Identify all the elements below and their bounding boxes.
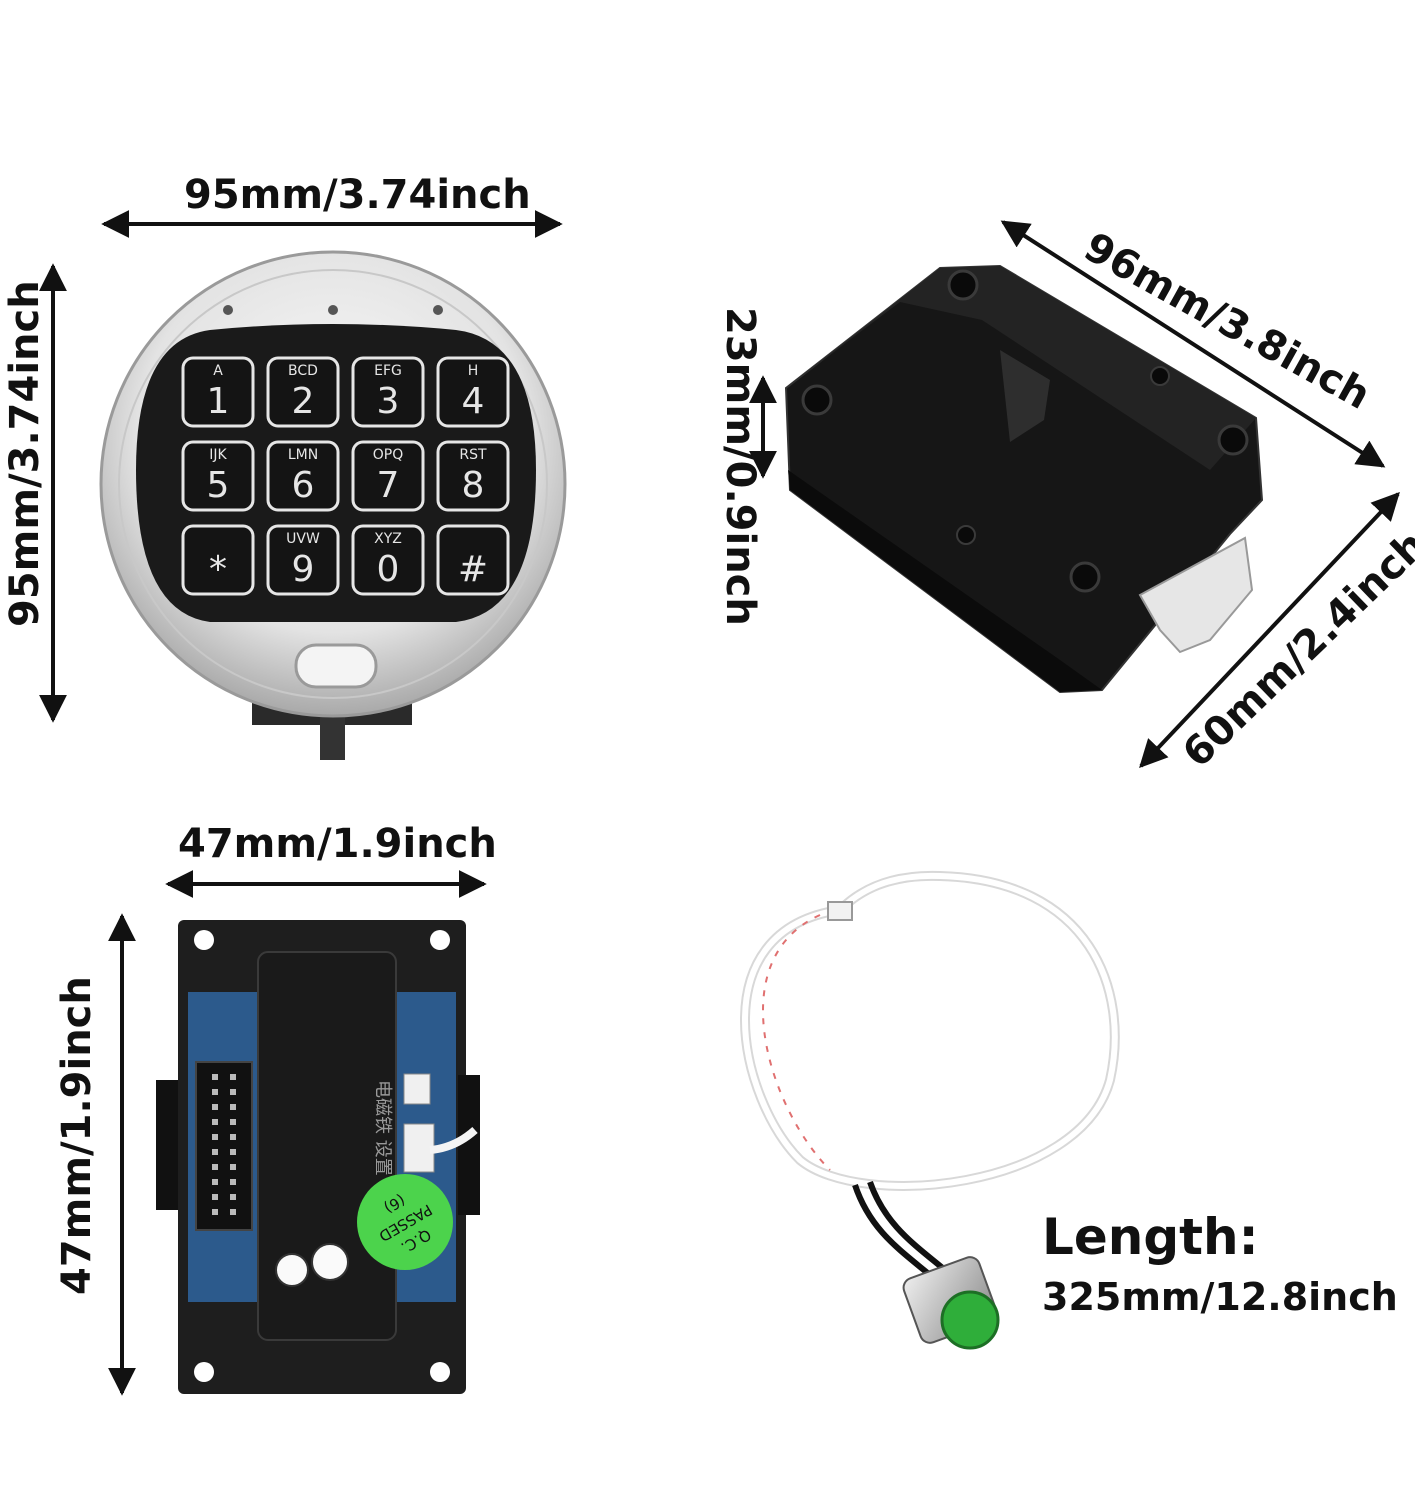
header-pin (230, 1074, 236, 1080)
keypad-key[interactable] (436, 440, 510, 512)
keypad-width-label: 95mm/3.74inch (184, 172, 531, 218)
cable-unit (740, 870, 1120, 1350)
keypad-key-letters: EFG (374, 363, 402, 379)
keypad-key[interactable] (436, 524, 510, 596)
keypad-key-letters: UVW (286, 531, 320, 547)
keypad-key-digit: # (458, 549, 488, 590)
keypad-key-letters: LMN (288, 447, 318, 463)
keypad-key-digit: 6 (292, 465, 315, 506)
header-pin (230, 1089, 236, 1095)
keypad-key-digit: 2 (292, 381, 315, 422)
keypad-key-digit: 3 (377, 381, 400, 422)
keypad-key-letters: H (468, 363, 479, 379)
keypad-key[interactable] (351, 524, 425, 596)
keypad-key[interactable] (351, 356, 425, 428)
cable-length-value: 325mm/12.8inch (1042, 1275, 1398, 1319)
keypad-key-letters: OPQ (373, 447, 403, 463)
board-cover (257, 951, 397, 1341)
keypad-key-digit: 1 (207, 381, 230, 422)
keypad-key[interactable] (436, 356, 510, 428)
lock-length-arrow (1000, 220, 1386, 468)
keypad-battery-door (294, 643, 378, 689)
keypad-key-digit: * (209, 549, 227, 590)
keypad-key-letters: XYZ (374, 531, 402, 547)
header-pin (230, 1134, 236, 1140)
header-pin (230, 1209, 236, 1215)
header-pin (212, 1134, 218, 1140)
lock-body-unit (784, 264, 1264, 694)
keypad-key-digit: 5 (207, 465, 230, 506)
keypad-key-letters: BCD (288, 363, 318, 379)
keypad-key[interactable] (266, 356, 340, 428)
header-pin (230, 1104, 236, 1110)
header-pin (212, 1089, 218, 1095)
header-pin (212, 1209, 218, 1215)
keypad-key[interactable] (181, 524, 255, 596)
keypad-key[interactable] (181, 356, 255, 428)
keypad-key-digit: 4 (462, 381, 485, 422)
header-pin (212, 1194, 218, 1200)
header-pin (230, 1149, 236, 1155)
header-pin (212, 1104, 218, 1110)
keypad-key-letters: IJK (209, 447, 227, 463)
keypad-key-digit: 9 (292, 549, 315, 590)
keypad-key-letters: A (213, 363, 223, 379)
header-pin (212, 1164, 218, 1170)
header-pin (212, 1119, 218, 1125)
push-button (940, 1290, 1000, 1350)
header-pin (212, 1149, 218, 1155)
header-pin (212, 1074, 218, 1080)
ribbon-header (195, 1061, 253, 1231)
header-pin (230, 1164, 236, 1170)
qc-sticker (357, 1174, 453, 1270)
board-width-label: 47mm/1.9inch (178, 821, 497, 867)
cable-length-title: Length: (1042, 1208, 1259, 1266)
keypad-key-digit: 7 (377, 465, 400, 506)
keypad-key[interactable] (266, 524, 340, 596)
keypad-key[interactable] (181, 440, 255, 512)
header-pin (230, 1194, 236, 1200)
keypad-key-digit: 0 (377, 549, 400, 590)
header-pin (230, 1179, 236, 1185)
keypad-key-letters: RST (459, 447, 487, 463)
lock-width-arrow (1139, 491, 1400, 769)
back-board-unit: 电磁铁 设置 Q.C. PASSED (6) (156, 920, 480, 1394)
board-chinese-text: 电磁铁 设置 (372, 1080, 393, 1176)
keypad-key[interactable] (266, 440, 340, 512)
keypad-key-digit: 8 (462, 465, 485, 506)
dimension-arrows (39, 210, 1400, 1396)
keypad-key[interactable] (351, 440, 425, 512)
lock-bolt (1138, 536, 1254, 654)
header-pin (230, 1119, 236, 1125)
header-pin (212, 1179, 218, 1185)
